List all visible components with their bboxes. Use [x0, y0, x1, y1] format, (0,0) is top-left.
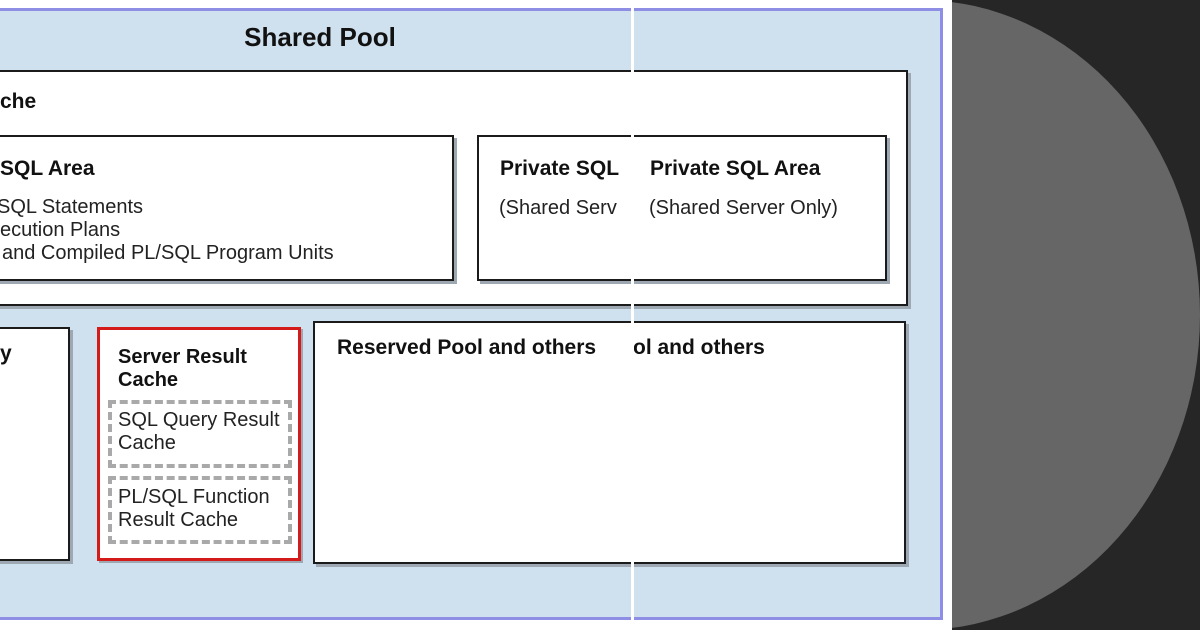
reserved-pool-box: [313, 321, 906, 564]
shared-sql-line-1: SQL Statements: [0, 196, 143, 218]
private-sql-area-title-right: Private SQL Area: [650, 157, 821, 180]
vertical-seam-divider: [631, 0, 634, 630]
shared-sql-line-2: ecution Plans: [0, 219, 121, 241]
shared-sql-area-box: [0, 135, 454, 281]
sql-query-result-cache-label: SQL Query Result Cache: [118, 409, 280, 454]
gray-circle-shape: [952, 0, 1200, 630]
plsql-function-result-cache-box: [108, 476, 292, 544]
library-cache-label: che: [0, 90, 37, 113]
data-dictionary-cache-label: y: [0, 342, 12, 365]
shared-sql-area-title: SQL Area: [0, 157, 95, 180]
reserved-pool-label-left: Reserved Pool and others: [337, 336, 597, 359]
private-sql-area-note-left: (Shared Serv: [499, 197, 617, 219]
sql-query-result-cache-box: [108, 400, 292, 468]
data-dictionary-cache-box: [0, 327, 70, 561]
private-sql-area-note-right: (Shared Server Only): [649, 197, 838, 219]
server-result-cache-title: Server Result Cache: [118, 346, 247, 391]
shared-sql-line-3: and Compiled PL/SQL Program Units: [2, 242, 334, 264]
reserved-pool-label-right: ol and others: [633, 336, 765, 359]
plsql-function-result-cache-label: PL/SQL Function Result Cache: [118, 486, 270, 531]
private-sql-area-title-left: Private SQL: [500, 157, 620, 180]
server-result-cache-box: [97, 327, 301, 561]
private-sql-area-box: [477, 135, 887, 281]
shared-pool-title: Shared Pool: [244, 22, 396, 52]
